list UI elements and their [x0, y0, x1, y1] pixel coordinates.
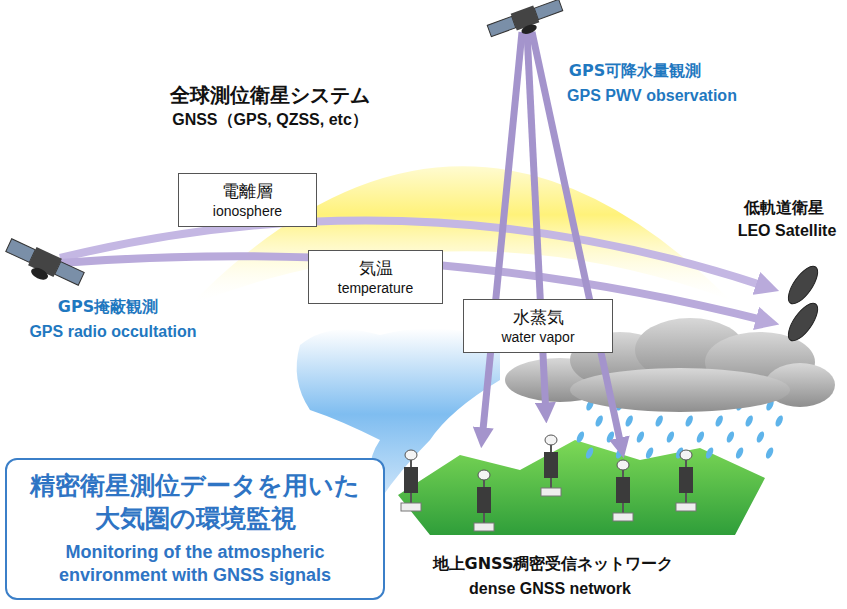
rain-drop	[714, 414, 725, 427]
rain-drop	[644, 446, 655, 459]
rain-drop	[744, 414, 755, 427]
station-box	[679, 467, 693, 493]
rain-drop	[774, 414, 785, 427]
rain-drop	[755, 430, 766, 443]
node-heading: 水蒸気	[470, 306, 606, 328]
rain-drop	[624, 414, 635, 427]
station-antenna	[617, 460, 629, 470]
node-heading: 気温	[315, 257, 436, 279]
station-antenna	[405, 450, 417, 460]
station-base	[474, 523, 494, 531]
rain-drop	[695, 430, 706, 443]
node-subtext: temperature	[315, 279, 436, 297]
gnss-stations	[401, 435, 696, 531]
layer-box: 気温temperature	[308, 250, 443, 304]
layer-box: 電離層ionosphere	[178, 173, 317, 227]
station-box	[544, 452, 558, 478]
method-label: GPS PWV observation	[567, 87, 737, 105]
gnss-satellite	[486, 0, 566, 46]
node-heading: 精密衛星測位データを用いた 大気圏の環境監視	[17, 470, 373, 535]
station-box	[477, 487, 491, 513]
station-box	[616, 477, 630, 503]
leo-satellite	[783, 262, 823, 345]
rain-drop	[725, 430, 736, 443]
node-heading: 電離層	[185, 180, 310, 202]
network-label: 地上GNSS稠密受信ネットワーク	[433, 554, 674, 575]
rain-drop	[764, 446, 775, 459]
node-subtext: ionosphere	[185, 202, 310, 220]
network-label: dense GNSS network	[469, 580, 631, 598]
rain-drop	[594, 414, 605, 427]
rain-drop	[635, 430, 646, 443]
method-label: GPS可降水量観測	[569, 61, 701, 82]
node-subtext: water vapor	[470, 328, 606, 346]
rain-drop	[605, 430, 616, 443]
station-antenna	[545, 435, 557, 445]
method-label: GPS radio occultation	[29, 323, 196, 341]
gnss-satellite	[1, 236, 85, 295]
rain-drop	[734, 446, 745, 459]
pwv-arrow	[482, 32, 522, 440]
hills	[398, 440, 765, 535]
satellite-label: 低軌道衛星	[744, 198, 824, 219]
station-base	[676, 503, 696, 511]
rain-drop	[584, 446, 595, 459]
station-antenna	[478, 470, 490, 480]
satellite-label: LEO Satellite	[738, 222, 837, 240]
layer-box: 水蒸気water vapor	[463, 299, 613, 353]
rain-drop	[654, 414, 665, 427]
station-box	[404, 467, 418, 493]
station-base	[541, 488, 561, 496]
system-subtitle: GNSS（GPS, QZSS, etc）	[172, 110, 368, 131]
rain-drop	[684, 414, 695, 427]
summary-box: 精密衛星測位データを用いた 大気圏の環境監視 Monitoring of the …	[5, 458, 385, 600]
rain-drop	[575, 430, 586, 443]
station-base	[613, 513, 633, 521]
station-base	[401, 503, 421, 511]
node-subtext: Monitoring of the atmospheric environmen…	[17, 541, 373, 588]
rain-drop	[665, 430, 676, 443]
station-antenna	[680, 450, 692, 460]
rain-drop	[704, 446, 715, 459]
method-label: GPS掩蔽観測	[58, 297, 158, 318]
system-title: 全球測位衛星システム	[170, 82, 370, 109]
